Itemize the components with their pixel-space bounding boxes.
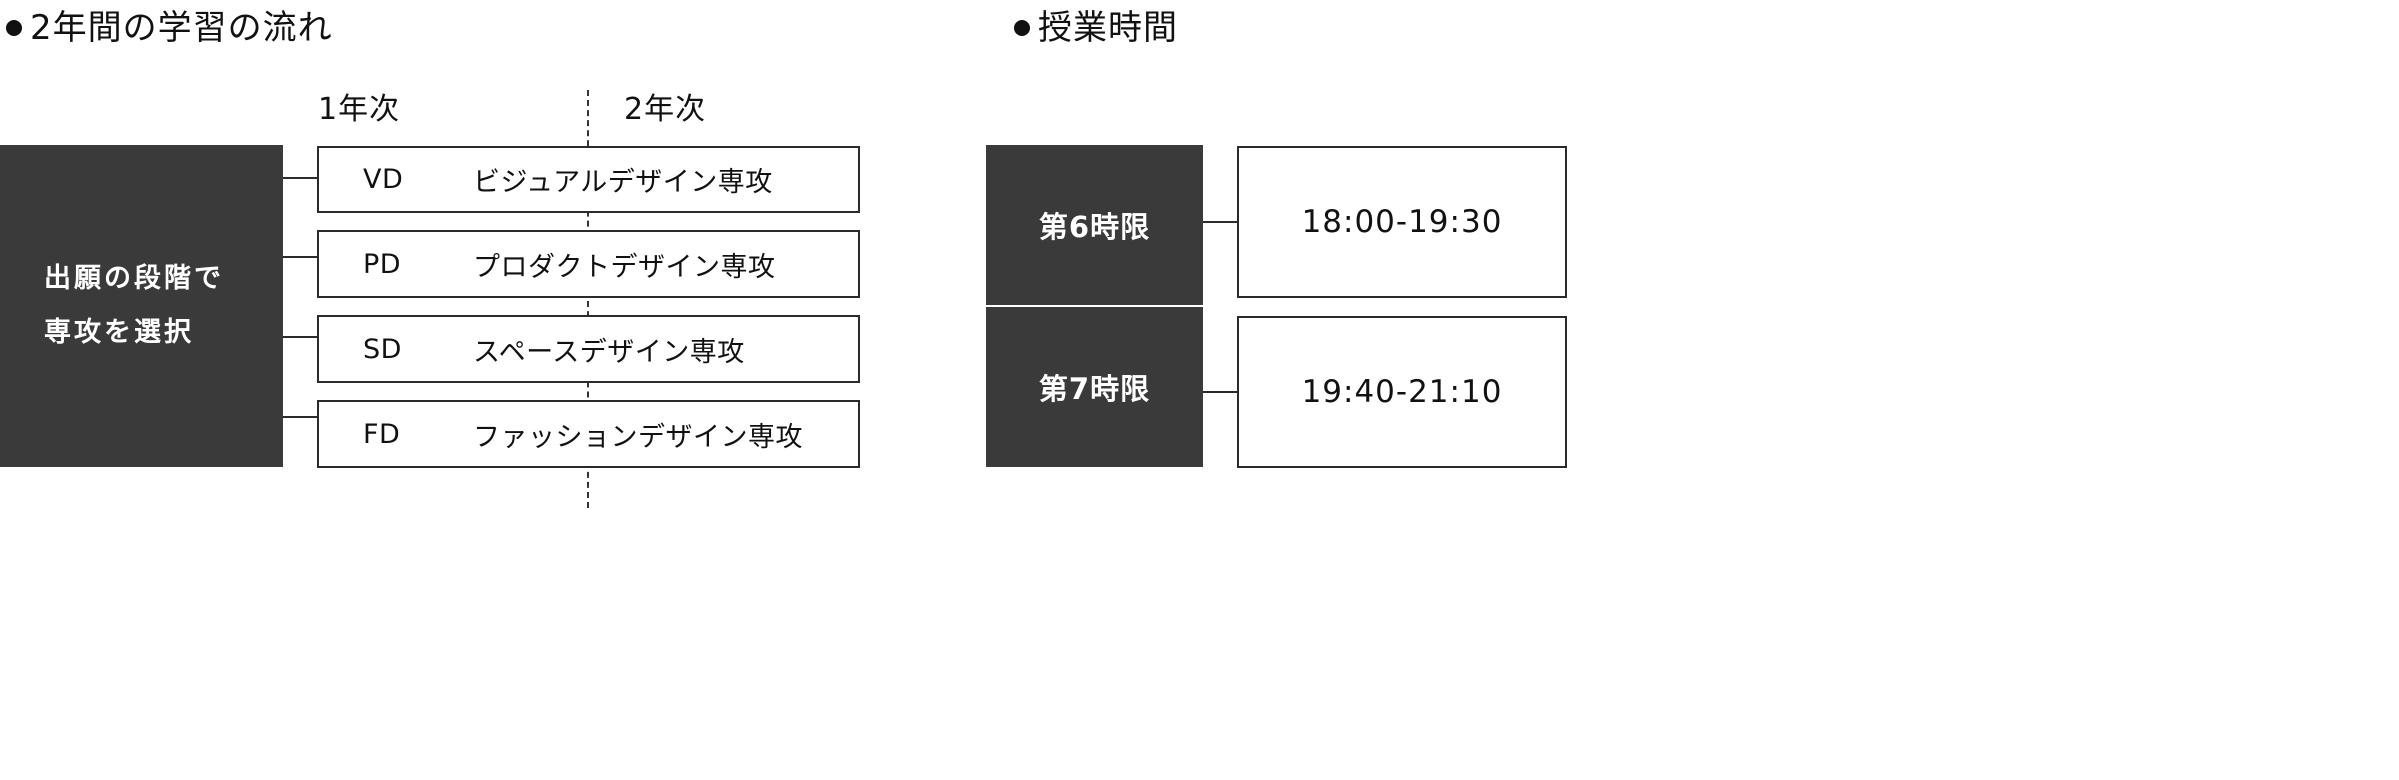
course-name: プロダクトデザイン専攻 [473, 251, 776, 283]
connector-vd [283, 177, 318, 179]
year-divider [587, 90, 589, 508]
bullet-icon [1014, 20, 1030, 36]
major-selection-block: 出願の段階で 専攻を選択 [0, 145, 283, 467]
flow-heading-text: 2年間の学習の流れ [30, 8, 333, 48]
connector-period-7 [1203, 391, 1238, 393]
course-name: ビジュアルデザイン専攻 [473, 167, 773, 198]
year-1-label: 1年次 [318, 92, 401, 127]
period-7-time: 19:40-21:10 [1301, 374, 1503, 410]
selection-line-2: 専攻を選択 [44, 317, 194, 348]
connector-fd [283, 416, 318, 418]
course-code: VD [363, 164, 404, 195]
schedule-heading: 授業時間 [1014, 6, 1178, 50]
course-box-vd: VD ビジュアルデザイン専攻 [317, 146, 860, 213]
selection-line-1: 出願の段階で [44, 263, 224, 294]
period-6-label: 第6時限 [1038, 210, 1151, 244]
year-2-label: 2年次 [624, 92, 707, 127]
connector-pd [283, 256, 318, 258]
course-name: ファッションデザイン専攻 [473, 421, 803, 453]
period-7-time-box: 19:40-21:10 [1237, 316, 1567, 468]
period-6-time-box: 18:00-19:30 [1237, 146, 1567, 298]
course-name: スペースデザイン専攻 [473, 336, 745, 368]
period-7-label: 第7時限 [1038, 372, 1151, 406]
flow-heading: 2年間の学習の流れ [6, 6, 333, 50]
course-code: SD [363, 333, 402, 365]
period-6-time: 18:00-19:30 [1301, 204, 1503, 240]
bullet-icon [6, 20, 22, 36]
course-box-fd: FD ファッションデザイン専攻 [317, 400, 860, 468]
course-code: FD [363, 418, 401, 450]
connector-period-6 [1203, 221, 1238, 223]
schedule-heading-text: 授業時間 [1038, 8, 1178, 48]
course-code: PD [363, 248, 402, 280]
course-box-sd: SD スペースデザイン専攻 [317, 315, 860, 383]
period-6-label-block: 第6時限 [986, 145, 1203, 305]
course-box-pd: PD プロダクトデザイン専攻 [317, 230, 860, 298]
period-7-label-block: 第7時限 [986, 307, 1203, 467]
connector-sd [283, 336, 318, 338]
